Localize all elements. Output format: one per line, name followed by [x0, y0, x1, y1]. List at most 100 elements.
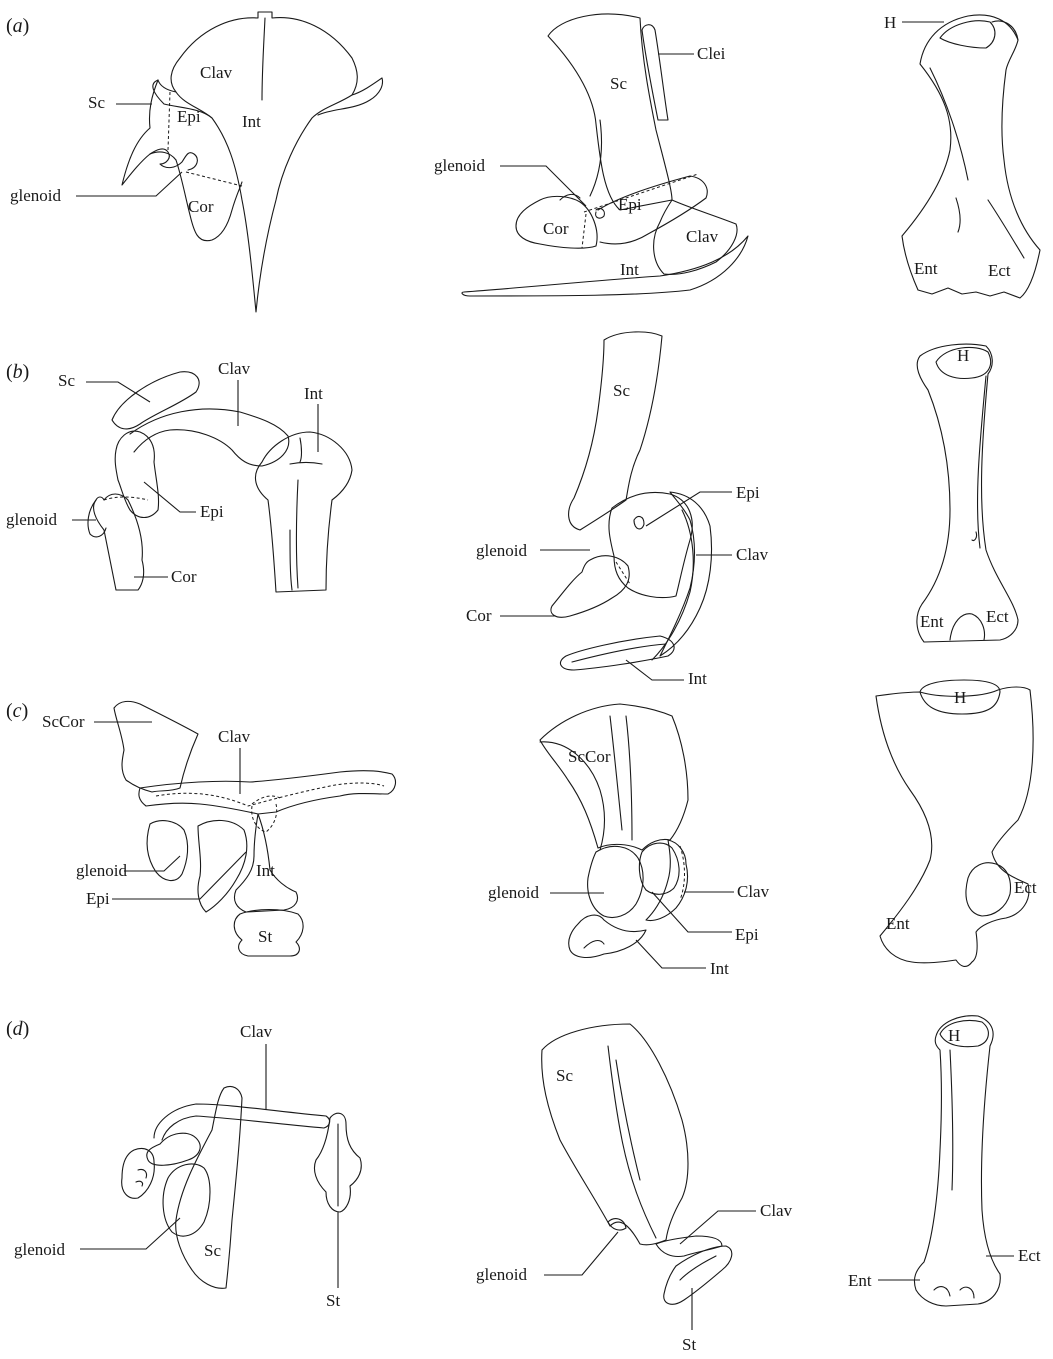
a-humerus: H Ent Ect: [884, 13, 1040, 298]
a-humerus-head-2: [992, 21, 1018, 40]
b-leader-epi: [144, 482, 196, 512]
d-lat-label-st: St: [682, 1335, 696, 1354]
b-lat-label-clav: Clav: [736, 545, 769, 564]
b-interclavicle: [255, 432, 352, 592]
a-lat-leader-glenoid: [500, 166, 586, 206]
a-humerus-outline: [902, 15, 1040, 298]
a-lat-label-glenoid: glenoid: [434, 156, 485, 175]
b-pectoral-lateral: Sc Epi glenoid Clav Cor Int: [466, 332, 769, 688]
a-pectoral-lateral: Sc Clei glenoid Epi Cor Clav Int: [434, 14, 748, 296]
b-lat-label-sc: Sc: [613, 381, 630, 400]
panel-a: (a) Clav Sc Epi Int glenoid Cor: [6, 12, 1040, 312]
a-lat-glenoid: [560, 194, 604, 218]
a-label-epi: Epi: [177, 107, 201, 126]
b-lat-coracoid: [551, 556, 629, 618]
c-humerus: H Ect Ent: [876, 680, 1037, 966]
b-label-glenoid: glenoid: [6, 510, 57, 529]
b-lat-foramen: [634, 517, 644, 529]
a-lat-label-clei: Clei: [697, 44, 726, 63]
d-lat-leader-clav: [680, 1211, 756, 1244]
b-lat-clav-inner: [652, 510, 693, 660]
d-lat-label-sc: Sc: [556, 1066, 573, 1085]
a-humerus-shaft-line: [930, 68, 1024, 258]
c-lat-label-int: Int: [710, 959, 729, 978]
panel-label-c: (c): [6, 700, 28, 722]
d-label-glenoid: glenoid: [14, 1240, 65, 1259]
b-label-ent: Ent: [920, 612, 944, 631]
b-humerus: H Ent Ect: [917, 344, 1018, 642]
panel-label-b: (b): [6, 361, 29, 383]
b-humerus-outline: [917, 344, 1018, 642]
d-lat-inner-lines: [608, 1046, 656, 1238]
a-lat-label-cor: Cor: [543, 219, 569, 238]
b-lat-label-int: Int: [688, 669, 707, 688]
d-humerus-shaft-line: [950, 1050, 953, 1190]
b-label-h: H: [957, 346, 969, 365]
c-pectoral-lateral: ScCor glenoid Clav Epi Int: [488, 704, 770, 978]
d-label-clav: Clav: [240, 1022, 273, 1041]
b-epicoracoid: [115, 431, 158, 517]
c-lat-scapulocoracoid: [540, 704, 688, 850]
c-label-epi: Epi: [86, 889, 110, 908]
d-lat-glenoid: [608, 1219, 626, 1230]
a-suture-coracoid: [186, 172, 242, 186]
b-label-epi: Epi: [200, 502, 224, 521]
b-lat-interclavicle: [560, 636, 674, 670]
a-pectoral-ventral: Clav Sc Epi Int glenoid Cor: [10, 12, 383, 312]
c-clavicle-bar: [139, 771, 396, 814]
d-label-ect: Ect: [1018, 1246, 1041, 1265]
b-lat-epicoracoid: [609, 493, 692, 598]
c-label-st: St: [258, 927, 272, 946]
d-humerus-condyles: [934, 1287, 974, 1298]
c-lat-interclavicle: [569, 915, 646, 957]
b-lat-label-cor: Cor: [466, 606, 492, 625]
b-lat-leader-int: [626, 660, 684, 680]
d-humerus: H Ent Ect: [848, 1016, 1041, 1306]
b-lat-label-epi: Epi: [736, 483, 760, 502]
c-lat-label-clav: Clav: [737, 882, 770, 901]
b-coracoid: [94, 494, 144, 590]
b-lat-label-glenoid: glenoid: [476, 541, 527, 560]
b-label-int: Int: [304, 384, 323, 403]
a-scapula: [122, 80, 176, 185]
a-label-sc: Sc: [88, 93, 105, 112]
d-procoracoid-inner: [136, 1169, 147, 1186]
c-epicoracoid-left: [147, 821, 188, 881]
c-label-int: Int: [256, 861, 275, 880]
d-label-ent: Ent: [848, 1271, 872, 1290]
b-leader-sc: [86, 382, 150, 402]
b-scapula: [112, 372, 199, 429]
c-leader-epi: [112, 852, 246, 899]
c-lat-inner-lines: [610, 716, 632, 840]
b-lat-clavicle: [660, 492, 712, 656]
c-lat-label-epi: Epi: [735, 925, 759, 944]
b-humerus-condyle: [950, 614, 985, 640]
a-lat-label-sc: Sc: [610, 74, 627, 93]
a-humerus-head-1: [940, 21, 995, 48]
a-label-h: H: [884, 13, 896, 32]
d-label-h: H: [948, 1026, 960, 1045]
d-lat-scapula: [542, 1024, 688, 1245]
c-label-h: H: [954, 688, 966, 707]
c-lat-epicoracoid: [639, 843, 679, 894]
a-lat-scapula: [548, 14, 672, 210]
d-leader-glenoid: [80, 1218, 180, 1249]
c-lat-label-glenoid: glenoid: [488, 883, 539, 902]
c-label-sccor: ScCor: [42, 712, 85, 731]
a-lat-suture-2: [582, 214, 586, 248]
c-lat-glenoid: [588, 846, 643, 917]
d-label-st: St: [326, 1291, 340, 1310]
d-pectoral-ventral: Clav glenoid Sc St: [14, 1022, 361, 1310]
d-lat-sternum: [664, 1246, 732, 1304]
d-pectoral-lateral: Sc Clav glenoid St: [476, 1024, 793, 1354]
panel-label-a: (a): [6, 15, 29, 37]
d-humerus-outline: [914, 1016, 1000, 1306]
b-label-ect: Ect: [986, 607, 1009, 626]
c-lat-leader-int: [636, 940, 706, 968]
c-label-ent: Ent: [886, 914, 910, 933]
a-label-ect: Ect: [988, 261, 1011, 280]
a-lat-label-int: Int: [620, 260, 639, 279]
a-lat-label-clav: Clav: [686, 227, 719, 246]
c-epicoracoid-right: [198, 820, 247, 912]
